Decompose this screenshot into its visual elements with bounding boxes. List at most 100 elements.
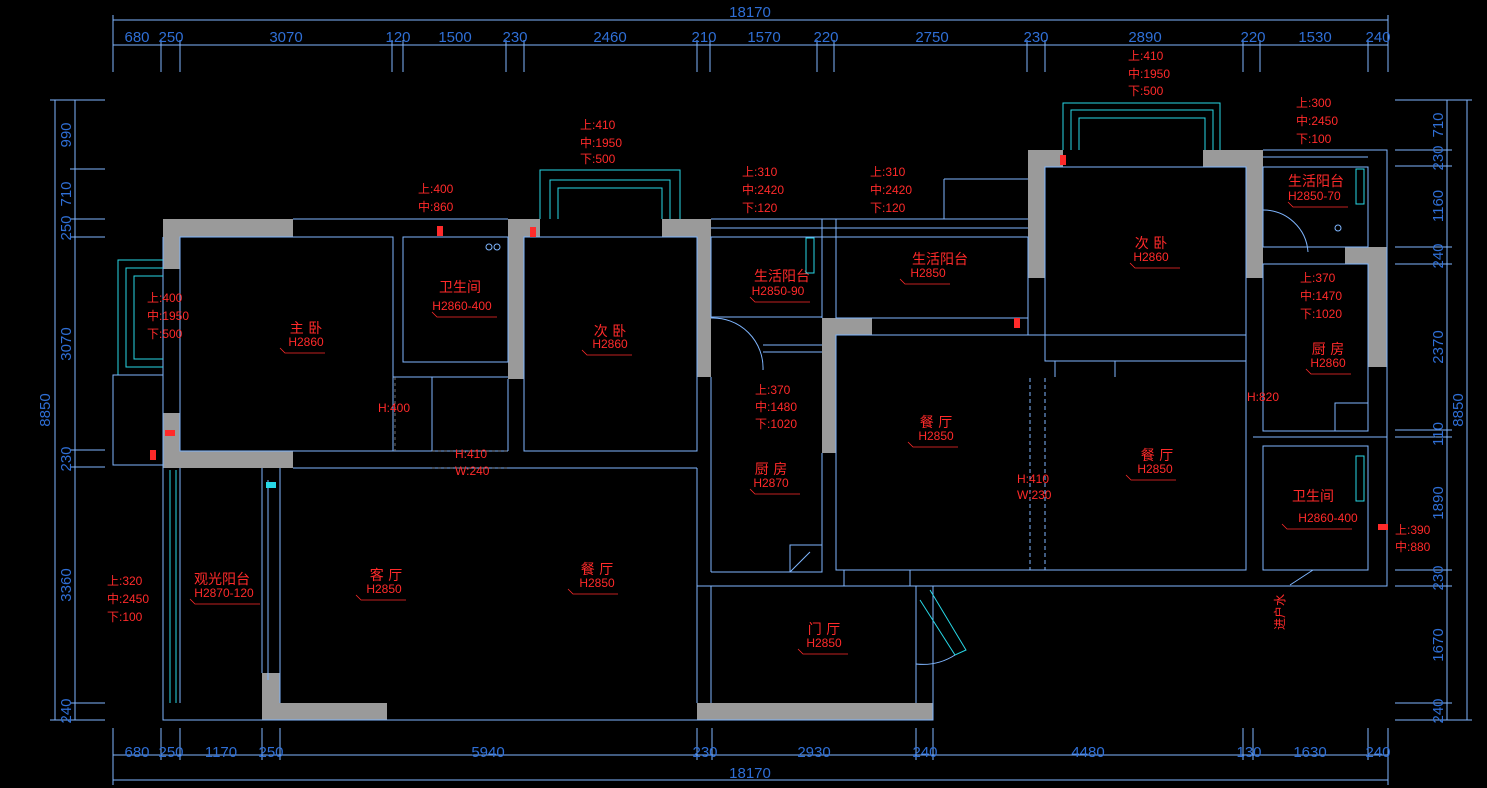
bottom-seg: 1170 (205, 744, 237, 761)
right-seg: 110 (1430, 422, 1447, 446)
left-seg: 3360 (58, 568, 75, 601)
room-dining-left-height: H2850 (579, 576, 615, 590)
room-bed2-name: 次 卧 (594, 324, 626, 340)
right-seg: 2370 (1430, 330, 1447, 363)
window-balr-bot: 下:100 (1296, 132, 1332, 146)
bottom-dimensions: 680 250 1170 250 5940 230 2930 240 4480 … (124, 744, 1390, 782)
top-seg: 1500 (438, 29, 471, 46)
bottom-seg: 2930 (797, 744, 830, 761)
bottom-seg: 1630 (1293, 744, 1326, 761)
room-dining-mid-name: 餐 厅 (920, 415, 952, 431)
room-dining-left-name: 餐 厅 (581, 562, 613, 578)
bottom-seg: 680 (124, 744, 149, 761)
window-left-bot: 下:500 (147, 327, 183, 341)
room-dining-right-height: H2850 (1137, 462, 1173, 476)
room-bed2-height: H2860 (592, 337, 628, 351)
room-balcony-right-height: H2850-70 (1288, 189, 1341, 203)
left-seg: 240 (58, 698, 75, 723)
room-bath1-height: H2860-400 (432, 299, 492, 313)
top-seg: 2750 (915, 29, 948, 46)
window-bed3-bot: 下:500 (1128, 84, 1164, 98)
window-bal1-bot: 下:120 (742, 201, 778, 215)
plumbing-fixtures (485, 168, 1365, 502)
top-seg: 2460 (593, 29, 626, 46)
bottom-seg: 130 (1236, 744, 1261, 761)
top-seg: 2890 (1128, 29, 1161, 46)
bottom-seg: 250 (258, 744, 283, 761)
right-seg: 240 (1430, 243, 1447, 268)
window-bed3-mid: 中:1950 (1128, 66, 1170, 81)
room-balcony-left-height: H2850-90 (752, 284, 805, 298)
top-seg: 240 (1365, 29, 1390, 46)
right-seg: 1890 (1430, 486, 1447, 519)
top-total: 18170 (729, 4, 771, 21)
top-seg: 120 (385, 29, 410, 46)
window-markers (150, 155, 1388, 530)
room-bed3-height: H2860 (1133, 250, 1169, 264)
right-seg: 1160 (1430, 190, 1447, 222)
bottom-seg: 250 (158, 744, 183, 761)
window-view-top: 上:320 (107, 574, 143, 588)
left-seg: 250 (58, 215, 75, 240)
note-opening1-w: W:240 (455, 464, 490, 478)
window-kitr-bot: 下:1020 (1300, 307, 1342, 321)
top-seg: 680 (124, 29, 149, 46)
room-labels: 主 卧 H2860 卫生间 H2860-400 次 卧 H2860 生活阳台 H… (194, 174, 1358, 650)
room-balcony-left-name: 生活阳台 (754, 269, 810, 285)
window-kitm-bot: 下:1020 (755, 417, 797, 431)
window-bal2-top: 上:310 (870, 165, 906, 179)
window-kitr-top: 上:370 (1300, 271, 1336, 285)
plan-outlines (112, 102, 1388, 721)
dimension-lines (50, 15, 1472, 785)
window-bed3-top: 上:410 (1128, 49, 1164, 63)
right-seg: 230 (1430, 565, 1447, 590)
window-kitr-mid: 中:1470 (1300, 288, 1342, 303)
window-bed2-top: 上:410 (580, 118, 616, 132)
window-bed2-bot: 下:500 (580, 152, 616, 166)
window-left-top: 上:400 (147, 291, 183, 305)
openings (394, 377, 508, 469)
left-seg: 3070 (58, 327, 75, 360)
room-dining-mid-height: H2850 (918, 429, 954, 443)
left-seg: 990 (58, 122, 75, 147)
note-opening2-w: W:230 (1017, 488, 1052, 502)
window-bal1-top: 上:310 (742, 165, 778, 179)
notes: H:400 H:410 W:240 H:410 W:230 H:820 进户水 (378, 390, 1287, 630)
note-water-inlet: 进户水 (1272, 594, 1287, 630)
left-seg: 710 (58, 181, 75, 206)
top-seg: 210 (691, 29, 716, 46)
note-h400: H:400 (378, 401, 410, 415)
room-bath2-name: 卫生间 (1292, 489, 1334, 505)
window-bath1-mid: 中:860 (418, 199, 454, 214)
room-kitchen-mid-height: H2870 (753, 476, 789, 490)
walls (163, 150, 1387, 720)
room-balcony-mid-height: H2850 (910, 266, 946, 280)
window-bath1-top: 上:400 (418, 182, 454, 196)
top-seg: 230 (502, 29, 527, 46)
room-bath1-name: 卫生间 (439, 280, 481, 296)
bottom-seg: 5940 (471, 744, 504, 761)
window-bath2-mid: 中:880 (1395, 539, 1431, 554)
top-seg: 230 (1023, 29, 1048, 46)
window-balr-mid: 中:2450 (1296, 113, 1338, 128)
top-seg: 1570 (747, 29, 780, 46)
top-seg: 3070 (269, 29, 302, 46)
window-view-mid: 中:2450 (107, 591, 149, 606)
room-bed3-name: 次 卧 (1135, 236, 1167, 252)
window-specs: 上:400 中:1950 下:500 上:400 中:860 上:410 中:1… (107, 49, 1431, 624)
window-bath2-top: 上:390 (1395, 523, 1431, 537)
room-balcony-mid-name: 生活阳台 (912, 252, 968, 268)
room-kitchen-right-height: H2860 (1310, 356, 1346, 370)
window-balr-top: 上:300 (1296, 96, 1332, 110)
bottom-seg: 240 (912, 744, 937, 761)
note-h820: H:820 (1247, 390, 1279, 404)
right-seg: 240 (1430, 698, 1447, 723)
top-seg: 250 (158, 29, 183, 46)
room-master-bed-name: 主 卧 (290, 321, 322, 337)
bottom-seg: 240 (1365, 744, 1390, 761)
note-opening2-h: H:410 (1017, 472, 1049, 486)
left-dimensions: 8850 990 710 250 3070 230 3360 240 (37, 122, 75, 723)
window-bal1-mid: 中:2420 (742, 182, 784, 197)
note-opening1-h: H:410 (455, 447, 487, 461)
left-total: 8850 (37, 393, 54, 426)
